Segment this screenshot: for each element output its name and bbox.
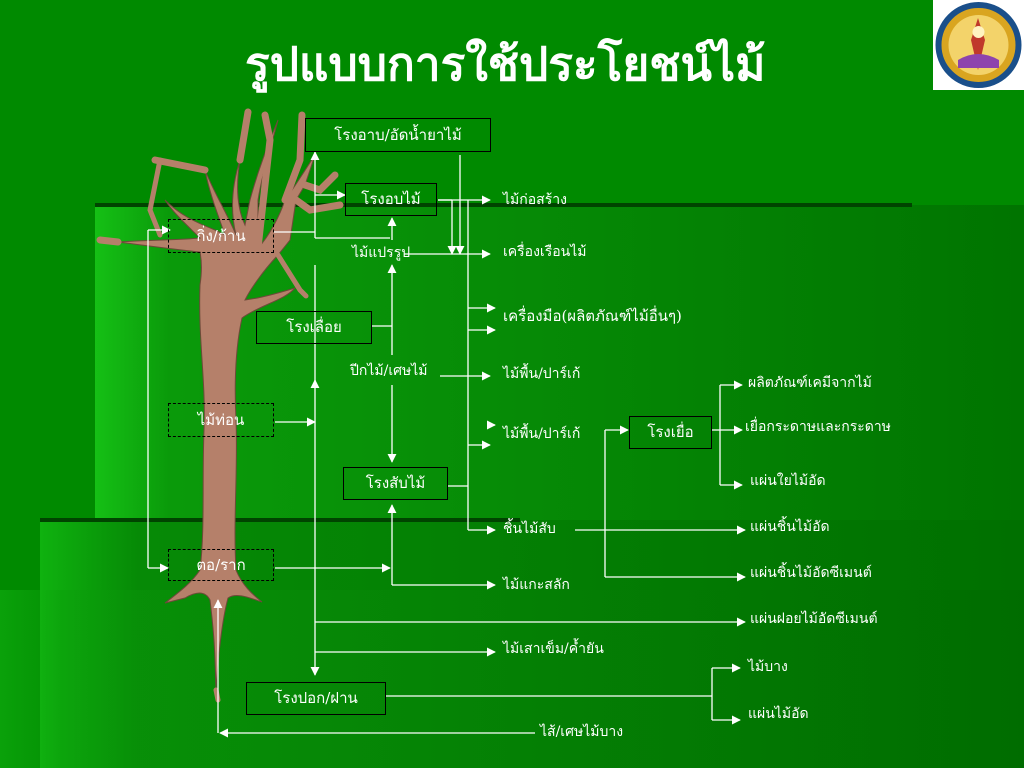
process-kiln-label: โรงอบไม้ <box>361 190 421 208</box>
process-chipper-label: โรงสับไม้ <box>365 474 426 492</box>
process-chipper: โรงสับไม้ <box>343 467 448 500</box>
product-chemical: ผลิตภัณฑ์เคมีจากไม้ <box>748 375 872 391</box>
product-furniture: เครื่องเรือนไม้ <box>503 244 587 260</box>
product-core: ไส้/เศษไม้บาง <box>540 724 624 740</box>
process-peeler-label: โรงปอก/ฝาน <box>274 689 358 707</box>
product-cement-woolboard: แผ่นฝอยไม้อัดซีเมนต์ <box>750 611 878 627</box>
product-flooring-1: ไม้พื้น/ปาร์เก้ <box>503 366 581 382</box>
product-construction: ไม้ก่อสร้าง <box>503 192 567 208</box>
process-pulp-mill-label: โรงเยื่อ <box>647 423 694 441</box>
product-chips: ชิ้นไม้สับ <box>503 521 556 537</box>
product-tools: เครื่องมือ(ผลิตภัณฑ์ไม้อื่นๆ) <box>503 307 682 325</box>
page-title: รูปแบบการใช้ประโยชน์ไม้ <box>245 37 766 91</box>
product-carving: ไม้แกะสลัก <box>503 577 570 593</box>
tree-part-stump-label: ตอ/ราก <box>196 555 246 574</box>
process-preservation-plant-label: โรงอาบ/อัดน้ำยาไม้ <box>334 125 462 144</box>
process-preservation-plant: โรงอาบ/อัดน้ำยาไม้ <box>305 118 491 152</box>
tree-part-log-label: ไม้ท่อน <box>197 410 245 429</box>
process-offcuts: ปีกไม้/เศษไม้ <box>350 363 428 379</box>
process-pulp-mill: โรงเยื่อ <box>629 416 712 449</box>
product-fibreboard: แผ่นใยไม้อัด <box>750 473 826 489</box>
process-sawmill: โรงเลื่อย <box>256 311 372 344</box>
product-veneer: ไม้บาง <box>748 659 788 675</box>
product-cement-particleboard: แผ่นชิ้นไม้อัดซีเมนต์ <box>750 565 872 581</box>
tree-part-log: ไม้ท่อน <box>168 403 274 437</box>
tree-part-branch: กิ่ง/ก้าน <box>168 219 274 253</box>
tree-part-stump: ตอ/ราก <box>168 549 274 581</box>
product-paper: เยื่อกระดาษและกระดาษ <box>745 419 891 435</box>
product-plywood: แผ่นไม้อัด <box>748 706 809 722</box>
process-peeler: โรงปอก/ฝาน <box>246 682 386 715</box>
tree-part-branch-label: กิ่ง/ก้าน <box>196 226 246 245</box>
process-processed-wood: ไม้แปรรูป <box>352 245 411 261</box>
product-flooring-2: ไม้พื้น/ปาร์เก้ <box>503 426 581 442</box>
product-particleboard: แผ่นชิ้นไม้อัด <box>750 519 830 535</box>
emblem-logo <box>933 0 1024 90</box>
process-kiln: โรงอบไม้ <box>345 183 437 216</box>
process-sawmill-label: โรงเลื่อย <box>286 318 342 336</box>
product-poles: ไม้เสาเข็ม/ค้ำยัน <box>503 641 604 657</box>
